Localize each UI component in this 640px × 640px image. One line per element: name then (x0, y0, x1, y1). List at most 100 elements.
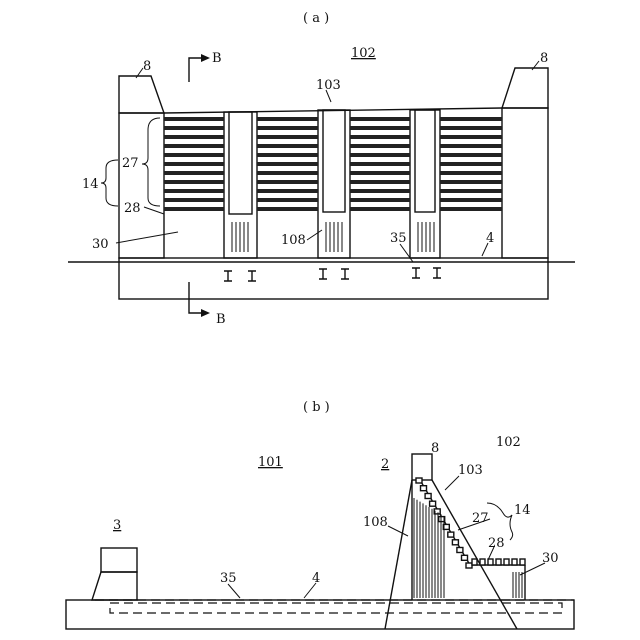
louver-slat (257, 207, 318, 211)
louver-slat (257, 198, 318, 202)
louver-slat (440, 207, 502, 211)
label-28-b: 28 (488, 536, 505, 551)
louver-slat (257, 135, 318, 139)
louver-slat (257, 171, 318, 175)
figure-a-caption: ( a ) (303, 11, 329, 26)
tower-3-top (101, 548, 137, 572)
label-102-b: 102 (496, 435, 521, 450)
svg-text:B: B (212, 51, 222, 66)
louver-slat (164, 171, 224, 175)
louver-slat (164, 198, 224, 202)
louver-slat (257, 189, 318, 193)
section-arrow-top: B (189, 51, 222, 82)
louver-slat (440, 144, 502, 148)
louver-slat (350, 144, 410, 148)
label-101: 101 (258, 455, 283, 470)
figure-b: ( b ) 101 1 (66, 400, 574, 629)
louver-block (520, 559, 525, 565)
louver-slat (350, 180, 410, 184)
louver-slat (440, 198, 502, 202)
figure-b-caption: ( b ) (303, 400, 330, 415)
label-2: 2 (381, 457, 389, 472)
louver-slat (257, 180, 318, 184)
louver-block (416, 478, 422, 483)
brace-14 (101, 160, 118, 206)
label-8-right: 8 (540, 51, 548, 66)
louver-slat (164, 144, 224, 148)
louver-slat (440, 171, 502, 175)
louver-slat (164, 180, 224, 184)
label-27-b: 27 (472, 511, 489, 526)
cap-8 (412, 454, 432, 480)
brace-14-b (487, 503, 513, 540)
svg-text:B: B (216, 312, 226, 327)
louver-slat (350, 117, 410, 121)
label-4-b: 4 (312, 571, 320, 586)
louver-slat (164, 117, 224, 121)
louver-slat (350, 126, 410, 130)
louver-block (504, 559, 509, 565)
louver-slat (440, 180, 502, 184)
label-35: 35 (390, 231, 407, 246)
i-beam-symbols (224, 268, 441, 281)
label-30: 30 (92, 237, 109, 252)
louver-slat (164, 207, 224, 211)
louver-block (457, 548, 463, 553)
louver-block (452, 540, 458, 545)
left-pier-cap (119, 76, 164, 113)
louver-block (512, 559, 517, 565)
louver-block (421, 486, 427, 491)
label-14-b: 14 (514, 503, 531, 518)
base-slab-b (66, 600, 574, 629)
label-14: 14 (82, 177, 99, 192)
louver-slat (440, 135, 502, 139)
louver-slat (257, 126, 318, 130)
section-arrow-bottom: B (189, 282, 226, 327)
louver-slat (440, 126, 502, 130)
label-103: 103 (316, 78, 341, 93)
label-3: 3 (113, 518, 121, 533)
louver-block (466, 563, 472, 568)
louver-block (496, 559, 501, 565)
label-108: 108 (281, 233, 306, 248)
label-35-b: 35 (220, 571, 237, 586)
label-4: 4 (486, 231, 494, 246)
louver-slat (257, 153, 318, 157)
louver-slat (440, 153, 502, 157)
label-8-left: 8 (143, 59, 151, 74)
top-edge (164, 108, 502, 113)
louver-slat (257, 117, 318, 121)
louver-block (448, 532, 454, 537)
louver-slat (350, 135, 410, 139)
left-strut (385, 480, 412, 629)
louver-slat (164, 126, 224, 130)
label-28: 28 (124, 201, 141, 216)
louver-slat (350, 189, 410, 193)
louver-slat (440, 189, 502, 193)
label-108-b: 108 (363, 515, 388, 530)
louver-slat (350, 162, 410, 166)
louver-block (425, 494, 431, 499)
label-102: 102 (351, 46, 376, 61)
label-103-b: 103 (458, 463, 483, 478)
louver-block (472, 559, 477, 565)
label-8-b: 8 (431, 441, 439, 456)
louver-block (462, 555, 468, 560)
channel-35 (110, 603, 562, 613)
louver-slat (440, 162, 502, 166)
louver-slat (440, 117, 502, 121)
louver-block (430, 501, 436, 506)
louver-slat (257, 162, 318, 166)
brace-27 (142, 118, 160, 206)
louver-slat (257, 144, 318, 148)
hatching-b (414, 498, 522, 598)
left-pier (119, 113, 164, 258)
louver-slat (350, 198, 410, 202)
label-30-b: 30 (542, 551, 559, 566)
louver-block (488, 559, 493, 565)
label-27: 27 (122, 156, 139, 171)
figure-a: ( a ) (68, 11, 575, 327)
louver-slat (164, 162, 224, 166)
louver-slats (164, 117, 502, 211)
